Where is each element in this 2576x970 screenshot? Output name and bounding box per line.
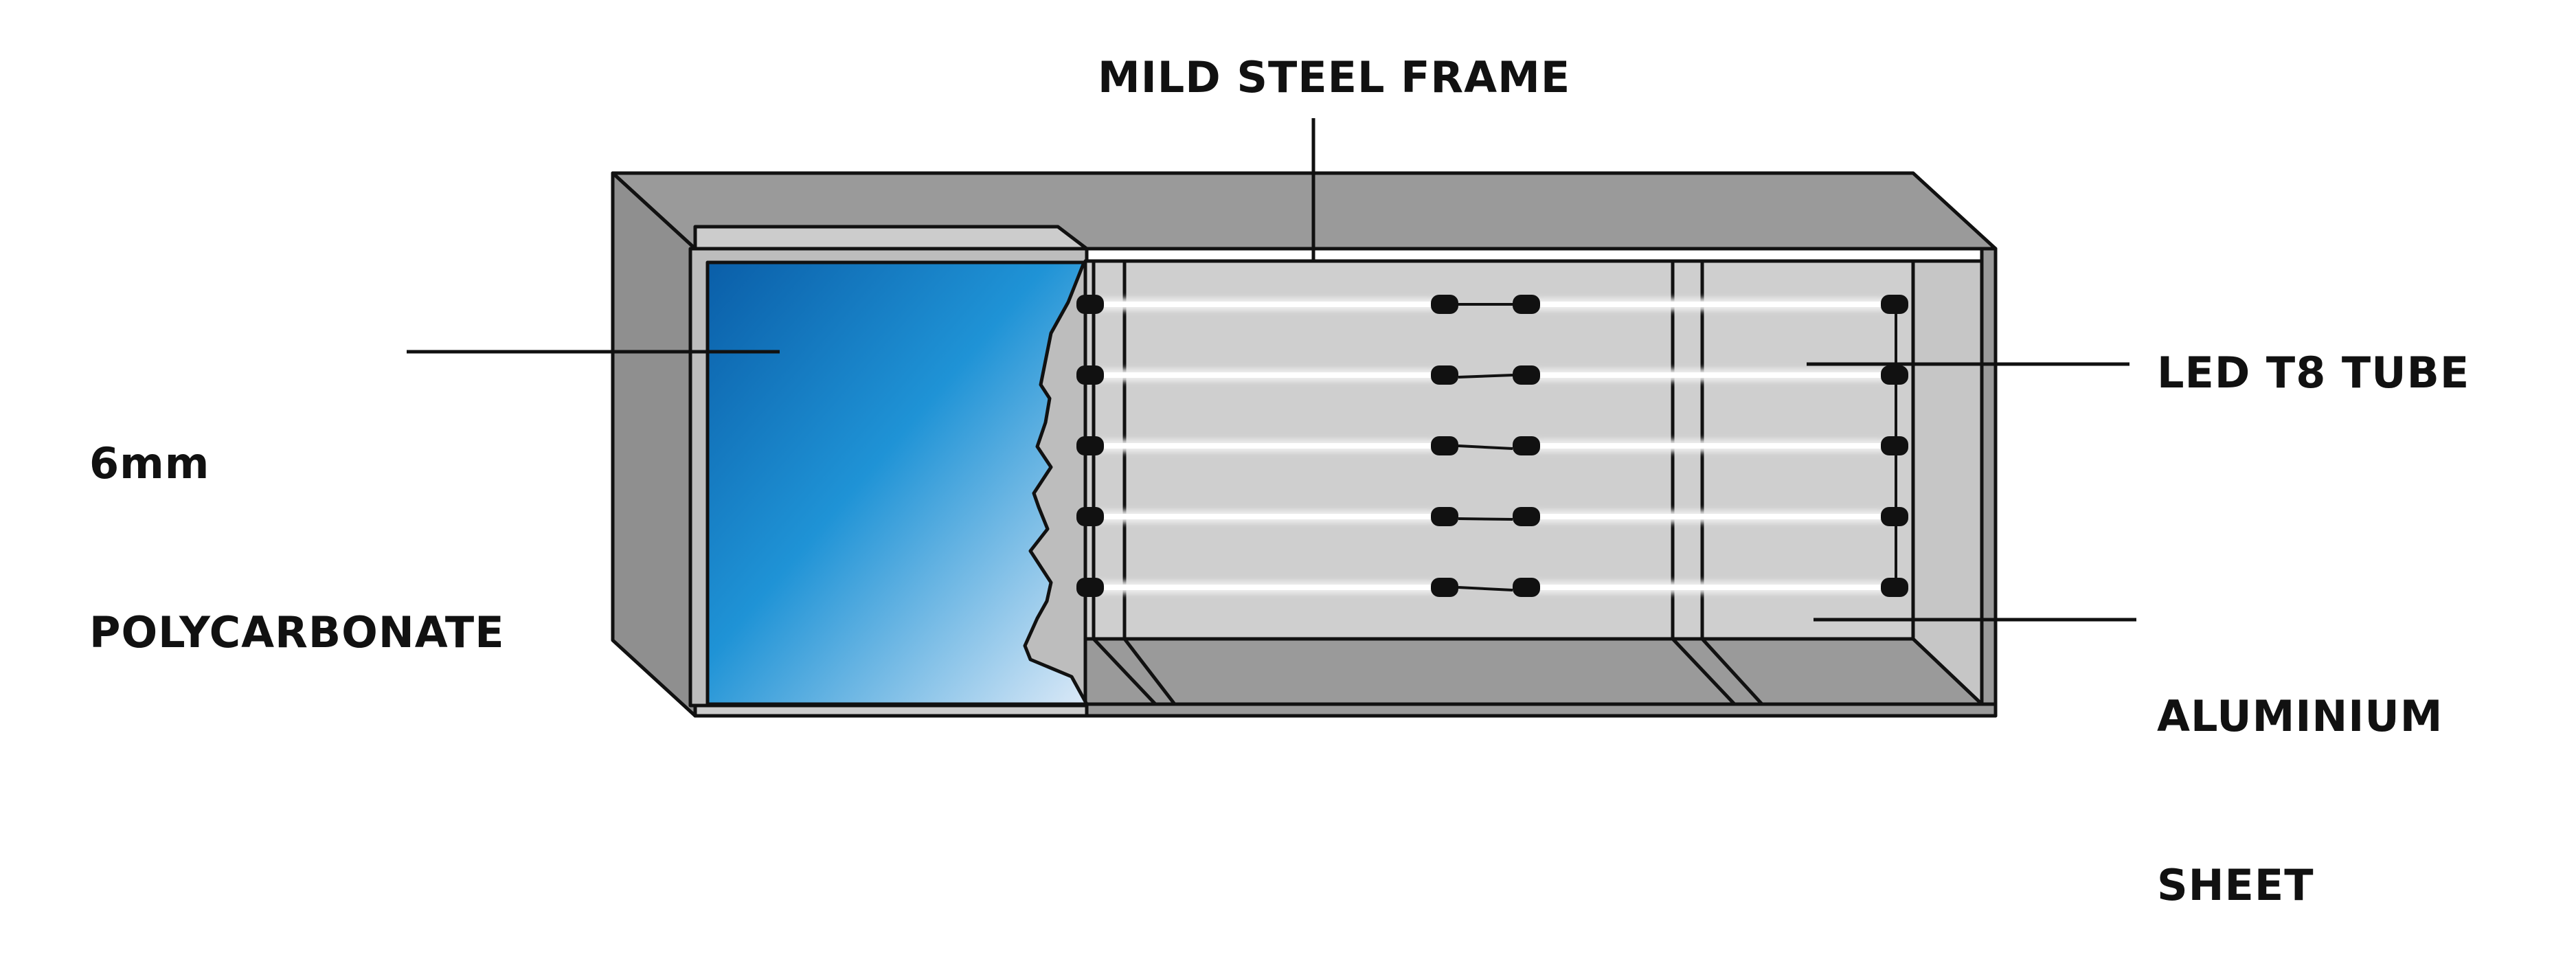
frame-left-face [611,171,697,718]
led-tube [1096,514,1439,519]
led-tube-end-cap [1431,507,1458,526]
led-tube-group [1076,295,1908,597]
led-tube [1532,585,1889,590]
label-polycarbonate-line1: 6mm [89,438,210,488]
label-aluminium-sheet-line2: SHEET [2157,860,2314,910]
label-polycarbonate: 6mm POLYCARBONATE [89,323,505,717]
floor-bracket-3 [1671,638,1736,706]
led-tube [1096,443,1439,449]
lightbox-diagram [407,118,2136,718]
led-tube [1532,372,1889,378]
led-tube-end-cap [1431,365,1458,385]
floor-bracket-1 [1092,638,1157,706]
led-wire [1458,586,1513,591]
led-tube [1096,372,1439,378]
led-tube-end-cap [1431,578,1458,597]
led-tube-end-cap [1076,507,1104,526]
led-tube-end-cap [1431,436,1458,455]
inner-floor [1083,637,1984,706]
label-aluminium-sheet: ALUMINIUM SHEET [2157,576,2443,970]
inner-right-wall [1911,259,1984,706]
frame-right-edge [1980,247,1998,718]
led-tube [1532,302,1889,307]
led-tube-end-cap [1076,436,1104,455]
floor-bracket-2 [1123,638,1176,706]
led-wire [1458,444,1513,450]
label-polycarbonate-line2: POLYCARBONATE [89,607,505,657]
led-wire [1458,374,1513,379]
led-tube [1096,585,1439,590]
led-tube-end-cap [1513,295,1540,314]
led-tube-end-cap [1076,295,1104,314]
led-tube-end-cap [1513,507,1540,526]
label-mild-steel-frame: MILD STEEL FRAME [1098,52,1571,102]
led-tube-end-cap [1431,295,1458,314]
polycarbonate-panel [705,260,1089,706]
led-tube-end-cap [1513,436,1540,455]
led-tube-end-cap [1076,365,1104,385]
label-led-t8-tube: LED T8 TUBE [2157,348,2470,398]
led-tube [1532,443,1889,449]
floor-bracket-4 [1701,638,1763,706]
label-aluminium-sheet-line1: ALUMINIUM [2157,691,2443,741]
led-tube-end-cap [1513,578,1540,597]
led-tube-end-cap [1076,578,1104,597]
led-tube [1532,514,1889,519]
led-tube [1096,302,1439,307]
led-tube-end-cap [1513,365,1540,385]
